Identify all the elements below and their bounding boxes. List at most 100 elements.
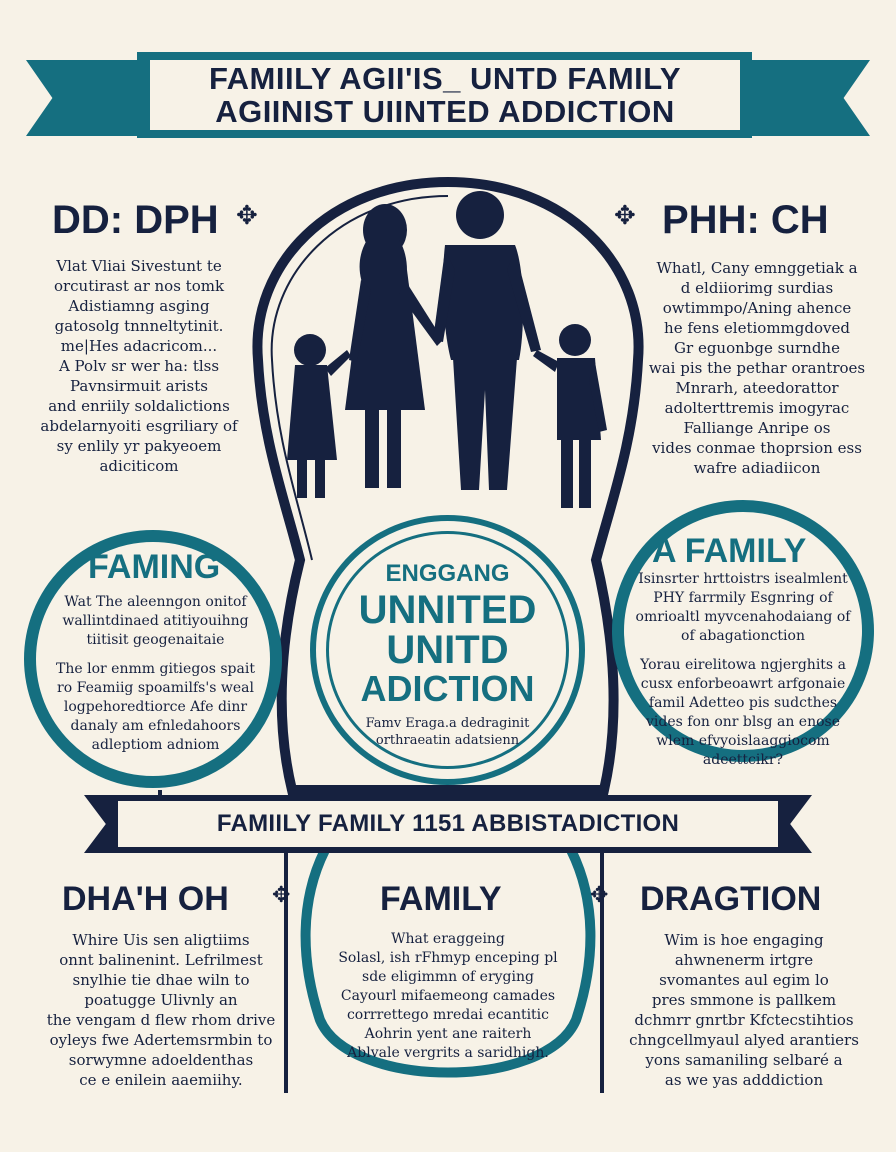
text-line: omrioaltl myvcenahodaiang of: [635, 609, 851, 625]
badge-sub-2: orthraeatin adatsienn: [375, 733, 520, 748]
text-line: danaly am efnledahoors: [70, 718, 241, 734]
text-line: oyleys fwe Adertemsrmbin to: [49, 1031, 273, 1049]
text-line: wai pis the pethar orantroes: [648, 359, 866, 377]
fleur-ornament-icon: ✥: [236, 200, 258, 230]
badge-line-3: UNITD: [386, 628, 509, 672]
title-banner-inner: FAMIILY AGII'IS_ UNTD FAMILY AGIINIST UI…: [150, 60, 740, 130]
text-line: Cayourl mifaemeong camades: [340, 988, 556, 1004]
family-silhouette-icon: [287, 191, 607, 508]
fleur-ornament-icon: ✥: [590, 882, 609, 907]
text-line: dchmrr gnrtbr Kfctecstihtios: [634, 1011, 854, 1029]
text-line: adolterttremis imogyrac: [664, 399, 850, 417]
mid-ribbon-inner: FAMIILY FAMILY 1151 ABBISTADICTION: [118, 801, 778, 847]
text-line: adiciticom: [99, 457, 179, 475]
text-line: Isinsrter hrttoistrs isealmlent: [638, 571, 848, 587]
text-line: as we yas adddiction: [664, 1071, 824, 1089]
ribbon-text: FAMIILY FAMILY 1151 ABBISTADICTION: [216, 810, 680, 837]
badge-line-1: ENGGANG: [385, 560, 510, 587]
text-line: Mnrarh, ateedorattor: [675, 379, 839, 397]
title-line-1: FAMIILY AGII'IS_ UNTD FAMILY: [208, 61, 682, 96]
divider-left: [284, 853, 288, 1093]
text-line: me|Hes adacricom...: [60, 337, 218, 355]
fleur-ornament-icon: ✥: [614, 200, 636, 230]
right-circle-title: A FAMILY: [652, 532, 807, 570]
text-line: abdelarnyoiti esgriliary of: [40, 417, 238, 435]
text-line: Whire Uis sen aligtiims: [72, 931, 250, 949]
text-line: Yorau eirelitowa ngjerghits a: [640, 657, 846, 673]
divider-right: [600, 853, 604, 1093]
right-top-text: Whatl, Cany emnggetiak a d eldiiorimg sur…: [648, 258, 866, 478]
text-line: Solasl, ish rFhmyp enceping pl: [338, 950, 558, 966]
text-line: [48, 650, 263, 660]
text-line: ahwnenerm irtgre: [674, 951, 814, 969]
text-line: Aohrin yent ane raiterh: [364, 1026, 532, 1042]
text-line: Wim is hoe engaging: [664, 931, 824, 949]
left-top-heading: DD: DPH: [52, 198, 219, 242]
text-line: pres smmone is pallkem: [651, 991, 837, 1009]
text-line: sy enlily yr pakyeoem: [56, 437, 222, 455]
text-line: gatosolg tnnneltytinit.: [54, 317, 224, 335]
text-line: Adistiamng asging: [68, 297, 210, 315]
badge-line-2: UNNITED: [358, 588, 537, 632]
right-top-heading: PHH: CH: [662, 198, 829, 242]
bottom-center-heading: FAMILY: [380, 880, 502, 918]
text-line: onnt balinenint. Lefrilmest: [59, 951, 263, 969]
text-line: Pavnsirmuit arists: [70, 377, 208, 395]
text-line: orcutirast ar nos tomk: [53, 277, 225, 295]
text-line: logpehoredtiorce Afe dinr: [63, 699, 248, 715]
center-badge-inner-ring: [326, 531, 569, 769]
badge-sub-1: Famv Eraga.a dedraginit: [365, 716, 530, 731]
bottom-left-heading: DHA'H OH: [62, 880, 229, 918]
text-line: chngcellmyaul alyed arantiers: [629, 1031, 859, 1049]
bottom-right-text: Wim is hoe engaging ahwnenerm irtgre svoma…: [614, 930, 874, 1090]
text-line: ro Feamiig spoamilfs's weal: [57, 680, 254, 696]
text-line: sde eligimmn of eryging: [362, 969, 534, 985]
title-line-2: AGIINIST UIINTED ADDICTION: [215, 94, 675, 129]
text-line: poatugge Ulivnly an: [84, 991, 238, 1009]
text-line: adeettcikr?: [702, 752, 784, 768]
bottom-left-text: Whire Uis sen aligtiims onnt balinenint. …: [36, 930, 286, 1090]
fleur-ornament-icon: ✥: [272, 882, 291, 907]
badge-line-4: ADICTION: [360, 668, 535, 709]
text-line: snylhie tie dhae wiln to: [72, 971, 250, 989]
text-line: vides fon onr blsg an enose: [646, 714, 840, 730]
text-line: yons samaniling selbaré a: [645, 1051, 843, 1069]
text-line: and enriily soldalictions: [48, 397, 230, 415]
bottom-right-heading: DRAGTION: [640, 880, 822, 918]
text-line: Gr eguonbge surndhe: [674, 339, 840, 357]
text-line: Whatl, Cany emnggetiak a: [656, 259, 858, 277]
text-line: of abagationction: [681, 628, 805, 644]
text-line: adleptiom adniom: [91, 737, 220, 753]
text-line: famil Adetteo pis sudcthes: [648, 695, 838, 711]
text-line: the vengam d flew rhom drive: [46, 1011, 276, 1029]
text-line: What eraggeing: [391, 931, 505, 947]
text-line: wlem efvyoislaaggiocom: [656, 733, 830, 749]
text-line: owtimmpo/Aning ahence: [662, 299, 852, 317]
text-line: [628, 646, 858, 656]
text-line: A Polv sr wer ha: tlss: [58, 357, 220, 375]
text-line: wafre adiadiicon: [693, 459, 821, 477]
text-line: PHY farrmily Esgnring of: [653, 590, 833, 606]
text-line: d eldiiorimg surdias: [680, 279, 834, 297]
text-line: cusx enforbeoawrt arfgonaie: [640, 676, 846, 692]
text-line: sorwymne adoeldenthas: [68, 1051, 254, 1069]
text-line: he fens eletiommgdoved: [664, 319, 850, 337]
text-line: svomantes aul egim lo: [659, 971, 829, 989]
left-circle-title: FAMING: [88, 548, 221, 586]
text-line: Falliange Anripe os: [683, 419, 831, 437]
text-line: vides conmae thoprsion ess: [652, 439, 862, 457]
left-top-text: Vlat Vliai Sivestunt te orcutirast ar nos…: [30, 256, 248, 476]
text-line: Vlat Vliai Sivestunt te: [56, 257, 222, 275]
text-line: tiitisit geogenaitaie: [86, 632, 225, 648]
text-line: Wat The aleenngon onitof: [64, 594, 247, 610]
center-badge: [310, 515, 585, 785]
text-line: ce e enilein aaemiihy.: [79, 1071, 243, 1089]
text-line: Ablvale vergrits a saridhigh.: [347, 1045, 549, 1061]
text-line: The lor enmm gitiegos spait: [56, 661, 255, 677]
left-circle-text: Wat The aleenngon onitof wallintdinaed at…: [48, 593, 263, 755]
text-line: wallintdinaed atitiyouihng: [62, 613, 249, 629]
text-line: corrrettego mredai ecantitic: [346, 1007, 550, 1023]
